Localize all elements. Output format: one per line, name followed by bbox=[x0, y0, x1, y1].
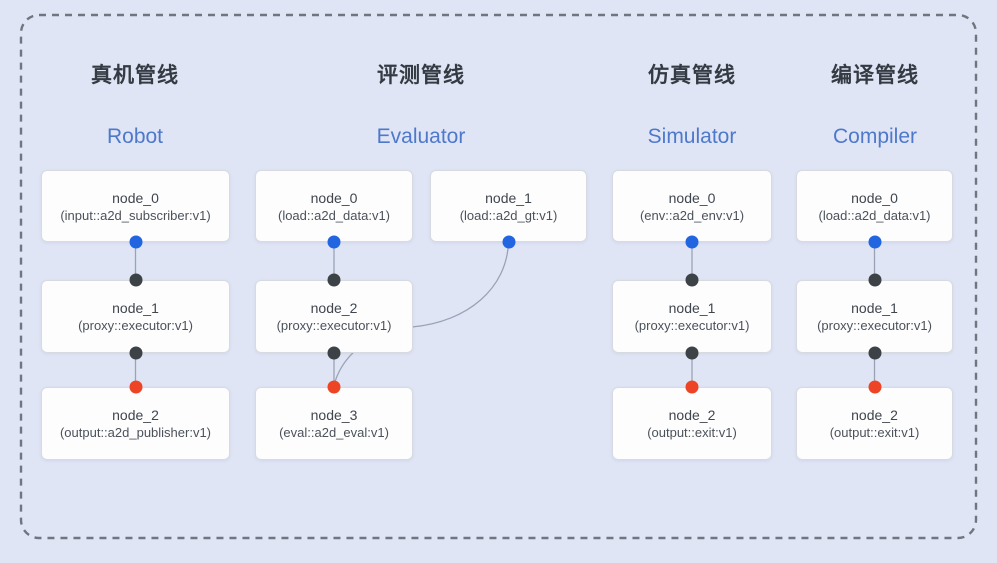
node-evaluator-1: node_1 (load::a2d_gt:v1) bbox=[430, 170, 587, 242]
port-output-dot bbox=[327, 235, 341, 249]
port-input-dot bbox=[327, 273, 341, 287]
node-name: node_2 bbox=[668, 407, 716, 423]
port-input-dot bbox=[129, 273, 142, 287]
node-impl: (eval::a2d_eval:v1) bbox=[279, 425, 389, 440]
node-name: node_0 bbox=[668, 189, 716, 206]
pipeline-title-zh-robot: 真机管线 bbox=[91, 64, 179, 87]
port-output-dot bbox=[868, 235, 881, 249]
node-compiler-2: node_2 (output::exit:v1) bbox=[796, 387, 953, 460]
pipeline-title-zh-compiler: 编译管线 bbox=[831, 64, 919, 87]
node-impl: (output::exit:v1) bbox=[829, 425, 920, 440]
port-output-dot bbox=[685, 346, 699, 360]
node-impl: (load::a2d_data:v1) bbox=[277, 207, 391, 223]
node-impl: (output::a2d_publisher:v1) bbox=[59, 425, 212, 440]
node-name: node_2 bbox=[112, 407, 159, 423]
pipeline-title-en-evaluator: Evaluator bbox=[376, 125, 466, 148]
node-evaluator-0: node_0 (load::a2d_data:v1) bbox=[255, 170, 413, 242]
port-output-dot bbox=[868, 346, 881, 360]
node-name: node_1 bbox=[112, 300, 159, 316]
port-output-dot bbox=[129, 346, 142, 360]
pipeline-title-en-simulator: Simulator bbox=[647, 125, 737, 148]
port-output-dot bbox=[502, 235, 515, 249]
node-impl: (output::exit:v1) bbox=[647, 425, 737, 440]
node-simulator-0: node_0 (env::a2d_env:v1) bbox=[612, 170, 772, 242]
node-compiler-1: node_1 (proxy::executor:v1) bbox=[796, 280, 953, 353]
node-simulator-1: node_1 (proxy::executor:v1) bbox=[612, 280, 772, 353]
node-name: node_2 bbox=[851, 407, 898, 423]
node-robot-1: node_1 (proxy::executor:v1) bbox=[41, 280, 230, 353]
node-evaluator-3: node_3 (eval::a2d_eval:v1) bbox=[255, 387, 413, 460]
port-input-dot bbox=[685, 273, 699, 287]
node-name: node_0 bbox=[310, 189, 358, 206]
node-impl: (proxy::executor:v1) bbox=[817, 318, 932, 333]
node-robot-2: node_2 (output::a2d_publisher:v1) bbox=[41, 387, 230, 460]
port-output-dot bbox=[685, 235, 699, 249]
node-name: node_1 bbox=[851, 300, 898, 316]
port-sink-dot bbox=[129, 380, 142, 394]
node-impl: (load::a2d_gt:v1) bbox=[459, 207, 558, 223]
port-output-dot bbox=[327, 346, 341, 360]
node-name: node_1 bbox=[485, 189, 532, 206]
node-name: node_3 bbox=[310, 407, 358, 423]
node-name: node_1 bbox=[668, 300, 716, 316]
node-name: node_2 bbox=[310, 300, 358, 316]
node-robot-0: node_0 (input::a2d_subscriber:v1) bbox=[41, 170, 230, 242]
port-sink-dot bbox=[868, 380, 881, 394]
pipeline-title-en-compiler: Compiler bbox=[832, 125, 918, 148]
pipeline-title-zh-evaluator: 评测管线 bbox=[377, 64, 465, 87]
node-impl: (proxy::executor:v1) bbox=[634, 318, 750, 333]
port-output-dot bbox=[129, 235, 142, 249]
node-name: node_0 bbox=[112, 189, 159, 206]
node-impl: (env::a2d_env:v1) bbox=[639, 207, 745, 223]
node-impl: (proxy::executor:v1) bbox=[276, 318, 392, 333]
node-compiler-0: node_0 (load::a2d_data:v1) bbox=[796, 170, 953, 242]
node-impl: (input::a2d_subscriber:v1) bbox=[60, 207, 211, 223]
node-simulator-2: node_2 (output::exit:v1) bbox=[612, 387, 772, 460]
dashed-frame bbox=[19, 13, 978, 540]
port-sink-dot bbox=[685, 380, 699, 394]
pipeline-title-en-robot: Robot bbox=[106, 125, 164, 148]
port-input-dot bbox=[868, 273, 881, 287]
node-impl: (load::a2d_data:v1) bbox=[818, 207, 931, 223]
node-evaluator-2: node_2 (proxy::executor:v1) bbox=[255, 280, 413, 353]
pipeline-title-zh-simulator: 仿真管线 bbox=[648, 64, 736, 87]
port-sink-dot bbox=[327, 380, 341, 394]
node-name: node_0 bbox=[851, 189, 898, 206]
node-impl: (proxy::executor:v1) bbox=[78, 318, 193, 333]
